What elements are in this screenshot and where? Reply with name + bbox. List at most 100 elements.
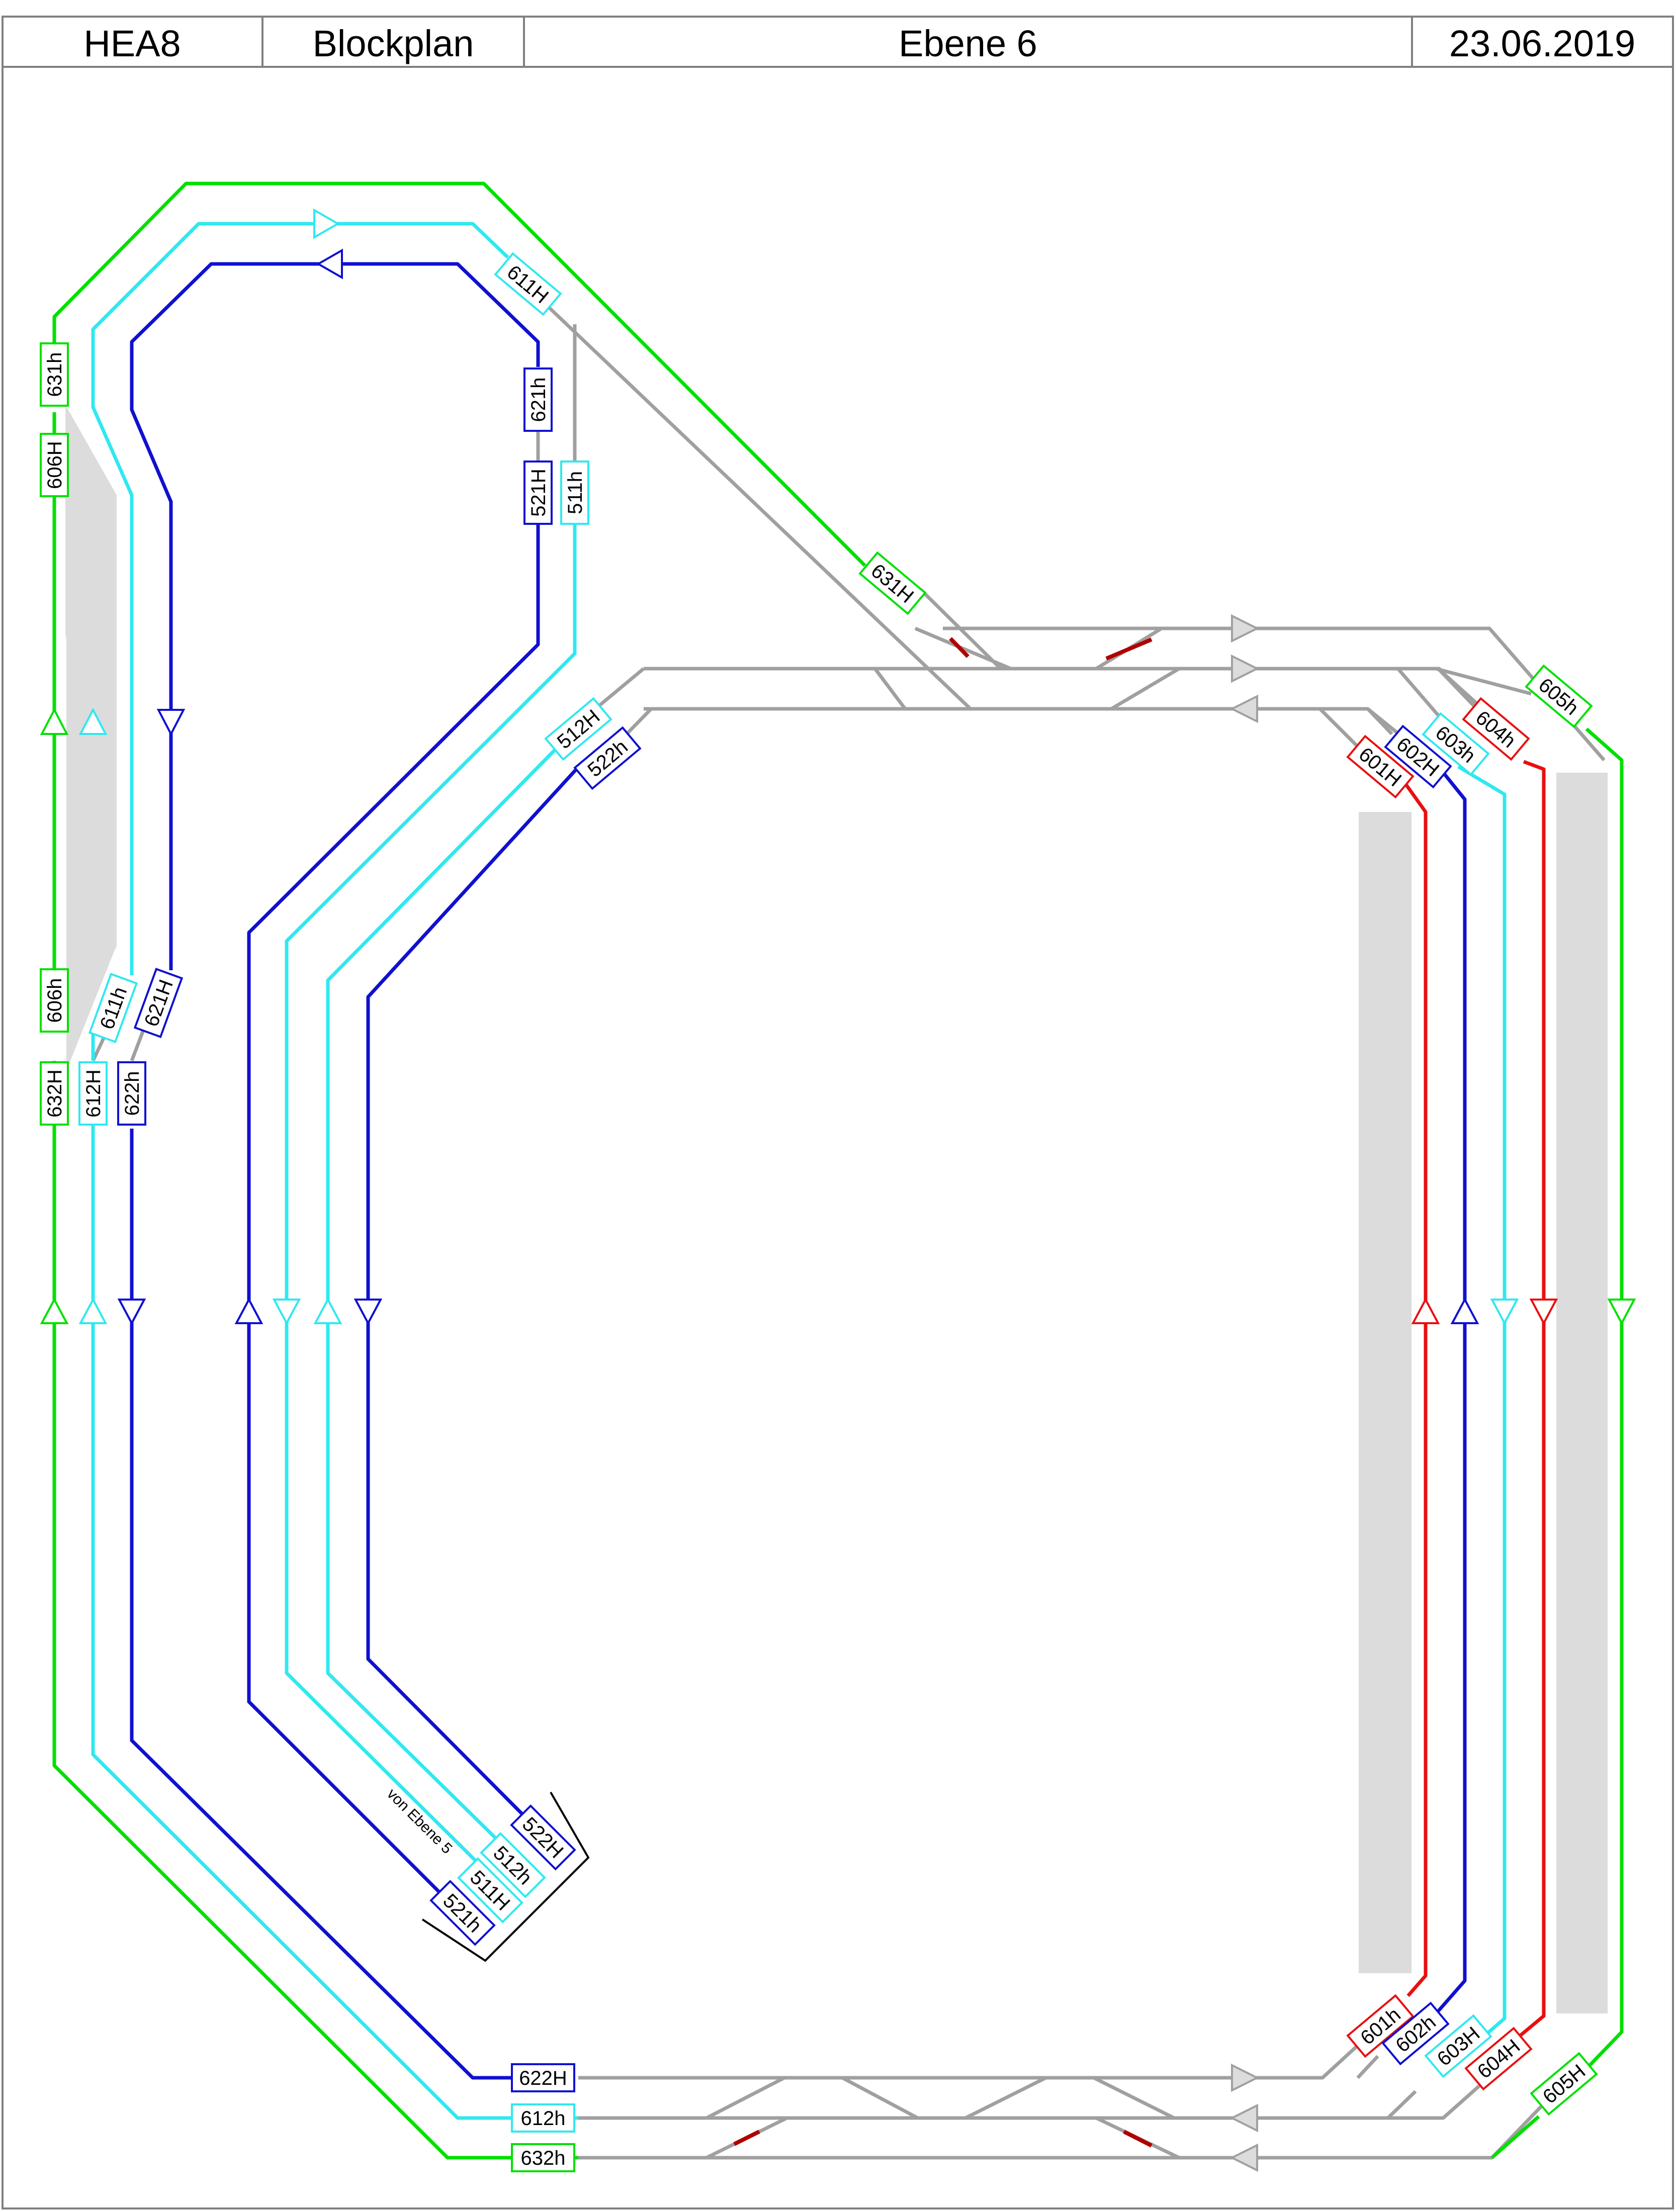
arrow-cyan-left-up [78, 707, 108, 735]
gray-right-601 [1318, 707, 1362, 751]
block-label-631h: 631h [40, 342, 69, 407]
block-label-612h: 612h [511, 2103, 575, 2133]
block-label-622h: 622h [117, 1061, 146, 1126]
green-track-right [1582, 727, 1624, 2073]
red-route [1399, 760, 1546, 2043]
header-date: 23.06.2019 [1449, 23, 1635, 64]
arrow-gray-top-2 [1231, 654, 1260, 683]
block-label-611h: 611h [88, 972, 138, 1044]
gray-crossover-b4 [1093, 2076, 1175, 2120]
blue-track-right [1432, 762, 1467, 2018]
svg-text:606H: 606H [44, 441, 66, 489]
block-label-622H: 622H [511, 2063, 575, 2092]
arrow-gray-bottom-1 [1231, 2063, 1260, 2092]
block-label-606h: 606h [40, 968, 69, 1033]
block-labels: 631h 606H 606h 632H 611h 621H 612H 622h [40, 252, 1598, 2172]
level-transition-bracket [421, 1792, 590, 1962]
arrow-gray-bottom-2 [1229, 2103, 1258, 2133]
cyan-track-511 [285, 523, 577, 1894]
gray-track-top-right [1435, 667, 1532, 696]
green-track-outer-top [52, 181, 866, 567]
arrow-blue-right-up [1450, 1297, 1479, 1324]
gray-track-bottom-4 [1386, 2090, 1417, 2119]
arrow-cyan-right-down [1490, 1299, 1519, 1326]
arrow-blue-inner-down [354, 1299, 383, 1326]
red-track-inner [1399, 775, 1428, 1997]
svg-text:606h: 606h [44, 978, 66, 1023]
gray-crossover-b2 [841, 2076, 919, 2120]
section-marker-3 [733, 2130, 760, 2146]
gray-track-bottom-5 [1356, 2055, 1379, 2079]
arrow-blue-left-down [156, 709, 186, 736]
arrow-cyan-inner-up [313, 1297, 342, 1324]
arrow-green-right-down [1607, 1299, 1636, 1326]
block-label-631H: 631H [858, 551, 927, 615]
title-block: HEA8 Blockplan Ebene 6 23.06.2019 [2, 16, 1674, 2209]
svg-text:612h: 612h [521, 2107, 566, 2130]
gray-track-top-3 [915, 667, 1477, 709]
block-label-612H: 612H [78, 1061, 108, 1126]
cyan-route [91, 222, 1507, 2120]
gray-crossover-b1 [705, 2076, 785, 2120]
platform-right-outer [1556, 773, 1608, 2013]
arrow-blue-inner-up [234, 1297, 263, 1324]
svg-text:632h: 632h [521, 2147, 566, 2169]
arrow-blue-top [316, 248, 343, 280]
cyan-track-right [1457, 765, 1507, 2043]
svg-text:622H: 622H [519, 2067, 567, 2089]
cyan-track-512 [326, 743, 562, 1862]
block-label-611H: 611H [494, 252, 562, 316]
blue-track-left-lower [130, 1129, 515, 2080]
red-track-outer [1512, 760, 1546, 2043]
gray-branch-631 [919, 588, 1002, 670]
block-label-621H-left: 621H [133, 967, 184, 1039]
arrow-cyan-left-up-2 [78, 1297, 108, 1324]
block-label-603H: 603H [1424, 2014, 1492, 2078]
arrow-cyan-inner-down [272, 1299, 301, 1326]
block-label-604H: 604H [1464, 2026, 1533, 2091]
gray-branch-611 [547, 305, 972, 710]
block-label-632H: 632H [40, 1061, 69, 1126]
block-label-605H: 605H [1530, 2052, 1598, 2116]
svg-text:612H: 612H [82, 1069, 105, 1118]
arrow-red-right-up [1411, 1297, 1440, 1324]
arrow-gray-bottom-3 [1229, 2143, 1258, 2172]
section-markers [733, 637, 1153, 2148]
svg-text:632H: 632H [44, 1069, 66, 1118]
header-doc-type: Blockplan [313, 23, 474, 64]
gray-crossover-b3 [964, 2076, 1047, 2120]
arrow-green-left-up [40, 707, 69, 735]
svg-text:511h: 511h [564, 471, 586, 514]
gray-track-bottom-2 [578, 2076, 1490, 2120]
arrow-gray-top-1 [1231, 614, 1260, 643]
svg-text:621h: 621h [527, 378, 550, 422]
arrow-red-right-down [1529, 1299, 1558, 1326]
block-label-632h: 632h [511, 2143, 575, 2172]
svg-text:521H: 521H [527, 469, 550, 517]
direction-arrows [40, 208, 1636, 2172]
platforms [65, 405, 1608, 2013]
svg-text:631h: 631h [44, 352, 66, 397]
gray-crossover-3 [1110, 667, 1180, 711]
block-label-605h: 605h [1525, 664, 1593, 728]
section-marker-2 [1105, 637, 1153, 661]
blue-track-521 [247, 523, 540, 1894]
block-label-511h: 511h [560, 460, 589, 525]
block-label-511H: 511H [457, 1857, 523, 1923]
blue-route [130, 262, 1467, 2080]
block-label-606H: 606H [40, 433, 69, 497]
arrow-green-left-up-2 [40, 1297, 69, 1324]
block-label-522h: 522h [573, 726, 642, 790]
arrow-cyan-top [313, 208, 340, 239]
cyan-track-top [91, 222, 509, 975]
gray-crossover-1 [873, 667, 907, 710]
gray-track-top-2 [644, 667, 1477, 709]
cyan-track-left-lower [91, 1086, 578, 2120]
header-layout-name: HEA8 [83, 23, 181, 64]
arrow-blue-left-down-2 [117, 1299, 146, 1326]
platform-right-inner [1359, 812, 1412, 1973]
gray-right-603 [1396, 667, 1447, 725]
sheet-border [2, 16, 1674, 2209]
block-label-621h: 621h [523, 367, 553, 432]
